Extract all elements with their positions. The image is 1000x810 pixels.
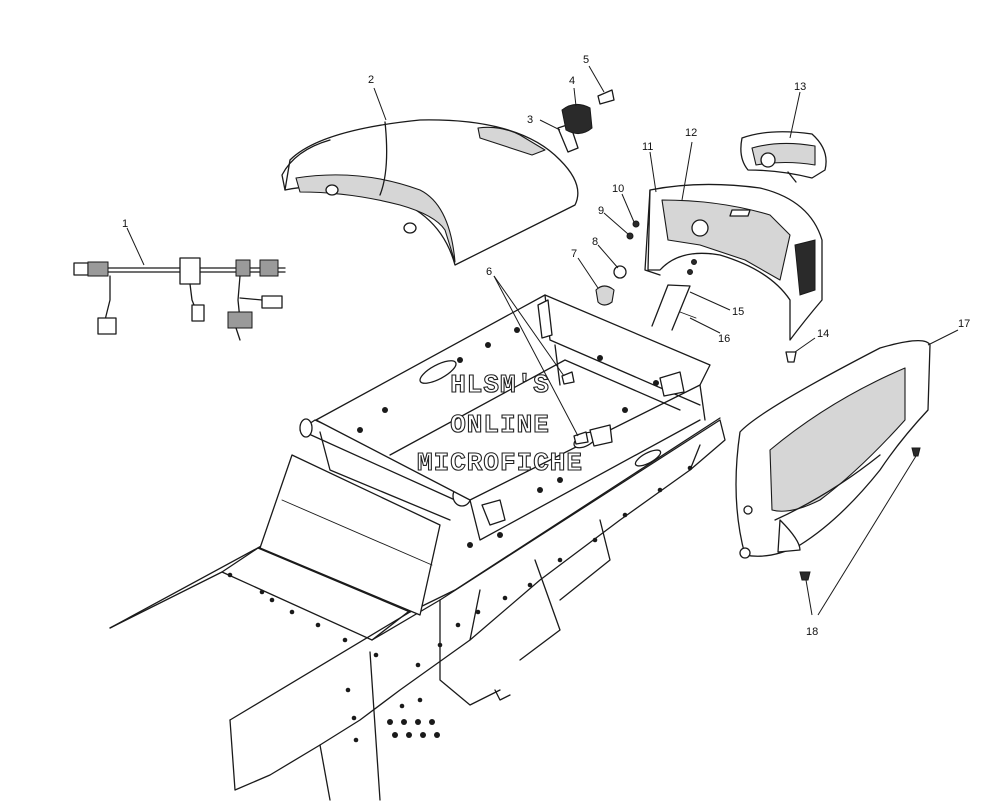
callout-6: 6: [486, 266, 492, 278]
ignition-assembly: [557, 89, 615, 153]
callout-18: 18: [806, 626, 818, 638]
seat: [281, 119, 579, 266]
rivet-pattern: [227, 465, 693, 743]
callout-11: 11: [642, 141, 653, 153]
callout-12: 12: [685, 127, 697, 139]
callout-3: 3: [527, 114, 533, 126]
leader-lines: [126, 65, 959, 616]
callout-16: 16: [718, 333, 730, 345]
callout-labels: 1 2 3 4 5 6 7 8 9 10 11 12 13 14 15 16 1…: [122, 54, 970, 638]
callout-15: 15: [732, 306, 744, 318]
rivet: [785, 351, 797, 363]
callout-5: 5: [583, 54, 589, 66]
callout-13: 13: [794, 81, 806, 93]
callout-4: 4: [569, 75, 575, 87]
strap: [651, 284, 697, 331]
watermark-line-3: MICROFICHE: [417, 448, 583, 478]
watermark-line-1: HLSM'S: [450, 370, 550, 400]
tail-lens: [740, 131, 827, 183]
watermark: HLSM'S ONLINE MICROFICHE: [416, 369, 583, 478]
callout-2: 2: [368, 74, 374, 86]
callout-14: 14: [817, 328, 829, 340]
push-rivets: [799, 447, 921, 581]
watermark-line-2: ONLINE: [450, 410, 550, 440]
callout-1: 1: [122, 218, 128, 230]
callout-17: 17: [958, 318, 970, 330]
callout-7: 7: [571, 248, 577, 260]
callout-10: 10: [612, 183, 624, 195]
callout-9: 9: [598, 205, 604, 217]
tail-housing: [644, 183, 823, 341]
callout-8: 8: [592, 236, 598, 248]
tunnel-chassis: [109, 294, 726, 801]
wiring-harness: [73, 257, 286, 341]
side-panel: [735, 340, 931, 559]
bulb-socket: [595, 220, 697, 306]
